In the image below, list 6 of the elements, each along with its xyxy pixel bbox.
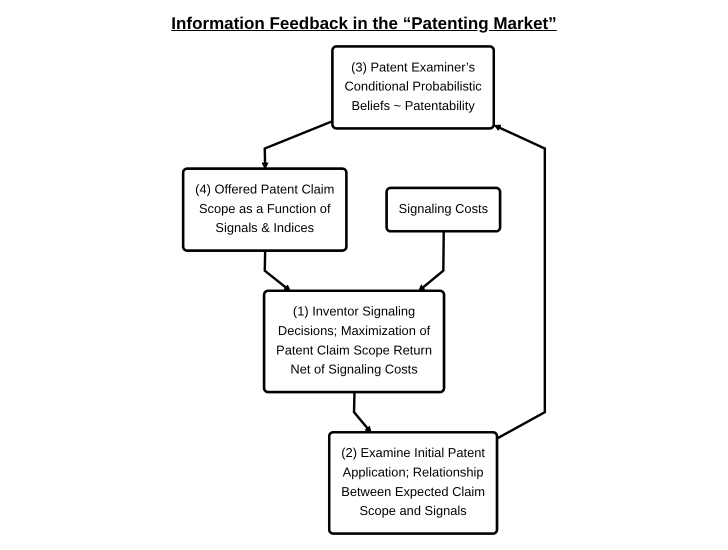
- arrow: [494, 124, 546, 440]
- diagram-title: Information Feedback in the “Patenting Market”: [170, 14, 558, 34]
- arrow: [418, 232, 445, 292]
- arrow: [262, 120, 334, 170]
- arrow: [264, 251, 291, 292]
- arrow: [352, 392, 372, 433]
